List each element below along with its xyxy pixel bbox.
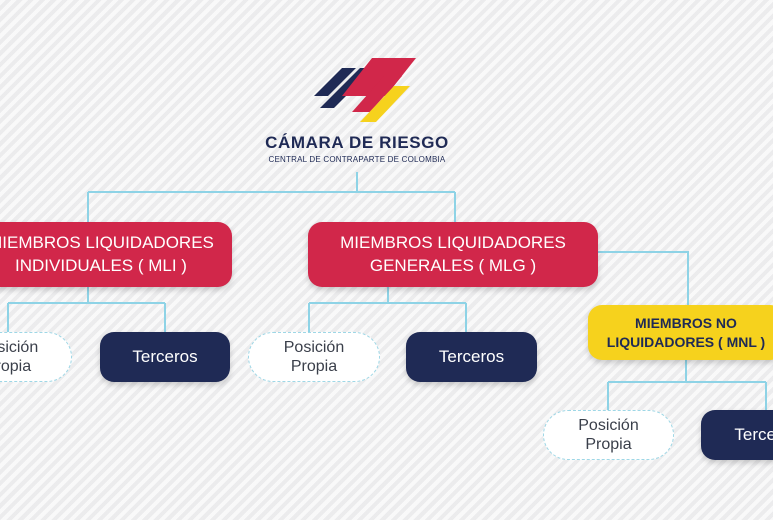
node-mnl-terceros-label: Terceros [734, 425, 773, 444]
camara-de-riesgo-logo-icon [314, 58, 416, 122]
node-mnl-label: MIEMBROS NO LIQUIDADORES ( MNL ) [606, 315, 766, 350]
node-mli-terceros-label: Terceros [132, 347, 198, 366]
logo-subtitle: CENTRAL DE CONTRAPARTE DE COLOMBIA [268, 155, 446, 164]
node-mlg-terceros-label: Terceros [438, 347, 505, 366]
node-mlg: MIEMBROS LIQUIDADORES GENERALES ( MLG ) [308, 222, 598, 287]
node-mlg-label: MIEMBROS LIQUIDADORES GENERALES ( MLG ) [340, 233, 566, 275]
logo-title: CÁMARA DE RIESGO [265, 133, 449, 152]
node-mli-posicion-propia: Posición Propia [0, 332, 72, 382]
node-mnl-terceros: Terceros [701, 410, 773, 460]
node-mlg-posicion-propia: Posición Propia [248, 332, 380, 382]
connector-mlg-to-mnl [598, 251, 689, 305]
node-mlg-posicion-label: Posición Propia [283, 338, 345, 375]
node-mnl-posicion-propia: Posición Propia [543, 410, 674, 460]
node-mli-posicion-label: Posición Propia [0, 338, 39, 375]
node-mnl-posicion-label: Posición Propia [578, 416, 639, 453]
node-mli: MIEMBROS LIQUIDADORES INDIVIDUALES ( MLI… [0, 222, 232, 287]
node-mlg-terceros: Terceros [406, 332, 537, 382]
node-mli-label: MIEMBROS LIQUIDADORES INDIVIDUALES ( MLI… [0, 233, 214, 275]
node-mnl: MIEMBROS NO LIQUIDADORES ( MNL ) [588, 305, 773, 360]
node-mli-terceros: Terceros [100, 332, 230, 382]
